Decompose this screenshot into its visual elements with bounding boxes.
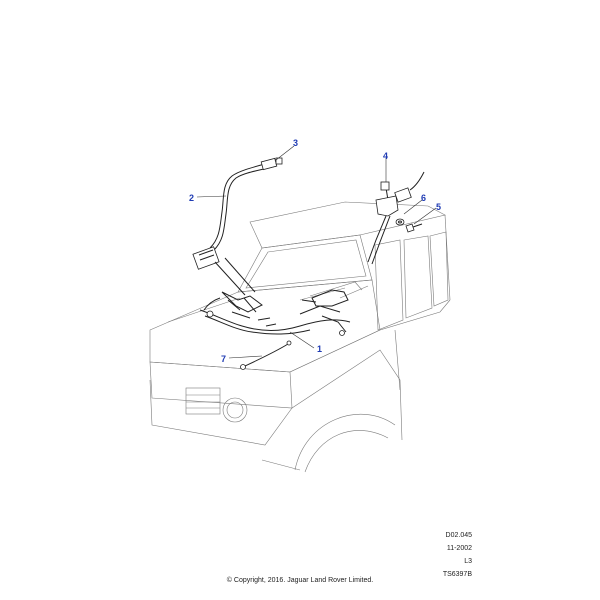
illustration-id: TS6397B — [442, 571, 472, 578]
screw — [405, 223, 423, 233]
callout-1: 1 — [317, 344, 322, 354]
callouts: 1 2 3 4 5 6 7 — [189, 138, 441, 364]
harness-link-lead — [192, 157, 283, 296]
callout-4: 4 — [383, 151, 388, 161]
callout-2: 2 — [189, 193, 194, 203]
callout-7: 7 — [221, 354, 226, 364]
diagram-reference: D02.045 — [445, 532, 472, 539]
washer — [395, 218, 405, 226]
main-wiring-harness — [199, 289, 351, 336]
sensor-bracket — [367, 171, 425, 265]
callout-6: 6 — [421, 193, 426, 203]
leader-lines — [196, 145, 437, 359]
callout-3: 3 — [293, 138, 298, 148]
copyright-notice: © Copyright, 2016. Jaguar Land Rover Lim… — [226, 577, 374, 584]
earth-lead — [240, 340, 292, 370]
callout-5: 5 — [436, 202, 441, 212]
vehicle-outline — [149, 201, 451, 473]
diagram-level: L3 — [464, 558, 472, 565]
diagram-date: 11-2002 — [446, 545, 472, 552]
